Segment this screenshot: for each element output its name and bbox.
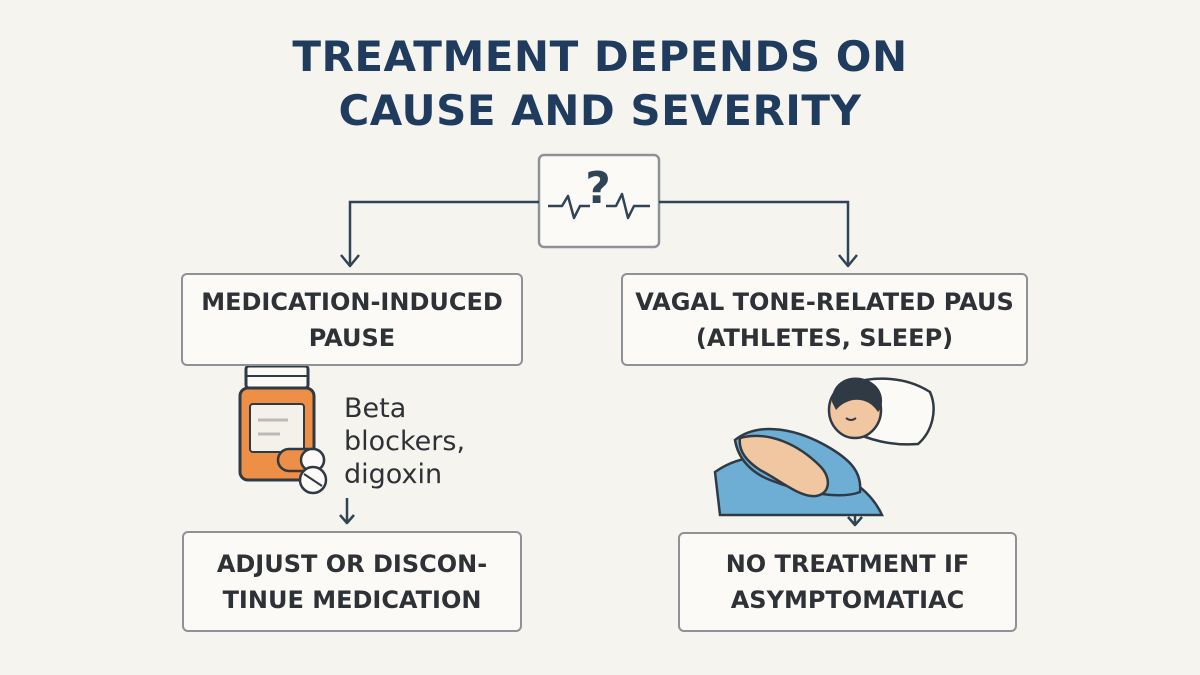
right-branch-connector	[659, 200, 850, 264]
medication-note-line-2: blockers,	[344, 426, 466, 457]
bottle-label	[249, 403, 305, 453]
cause-box-medication: MEDICATION-INDUCED PAUSE	[181, 273, 523, 366]
left-branch-connector	[348, 200, 539, 264]
treatment-box-none-line-1: NO TREATMENT IF	[725, 550, 970, 578]
closed-eye	[845, 417, 857, 421]
medication-note: Beta blockers, digoxin	[344, 392, 465, 491]
medication-note-line-1: Beta	[344, 393, 407, 424]
treatment-box-none: NO TREATMENT IF ASYMPTOMATIAC	[678, 532, 1017, 632]
treatment-box-adjust-line-1: ADJUST OR DISCON-	[216, 549, 488, 578]
medication-note-line-3: digoxin	[344, 459, 443, 490]
treatment-box-none-line-2: ASYMPTOMATIAC	[730, 586, 965, 614]
question-ecg-icon: ?	[548, 163, 650, 220]
treatment-box-adjust-line-2: TINUE MEDICATION	[222, 585, 482, 614]
right-branch-arrowhead	[838, 254, 858, 268]
treatment-box-adjust: ADJUST OR DISCON- TINUE MEDICATION	[182, 531, 522, 632]
cause-box-vagal: VAGAL TONE-RELATED PAUS (ATHLETES, SLEEP…	[621, 273, 1028, 366]
title-line-2: CAUSE AND SEVERITY	[338, 86, 862, 135]
cause-box-vagal-line-1: VAGAL TONE-RELATED PAUS	[635, 287, 1014, 316]
cause-box-medication-line-1: MEDICATION-INDUCED	[201, 287, 503, 316]
medicine-bottle-icon	[238, 364, 328, 495]
cause-box-medication-line-2: PAUSE	[308, 323, 396, 352]
title-line-1: TREATMENT DEPENDS ON	[292, 32, 908, 81]
question-mark: ?	[585, 163, 611, 214]
right-down-arrowhead	[847, 516, 863, 527]
left-branch-arrowhead	[340, 254, 360, 268]
ecg-line	[548, 194, 590, 220]
round-pill-score	[303, 473, 323, 487]
arm	[738, 434, 829, 498]
sleeping-person-icon	[713, 377, 935, 517]
hair	[831, 377, 883, 412]
left-down-arrowhead	[339, 514, 355, 525]
cause-box-vagal-line-2: (ATHLETES, SLEEP)	[695, 323, 954, 352]
ecg-line-right	[606, 192, 650, 220]
page-title: TREATMENT DEPENDS ON CAUSE AND SEVERITY	[0, 30, 1200, 138]
